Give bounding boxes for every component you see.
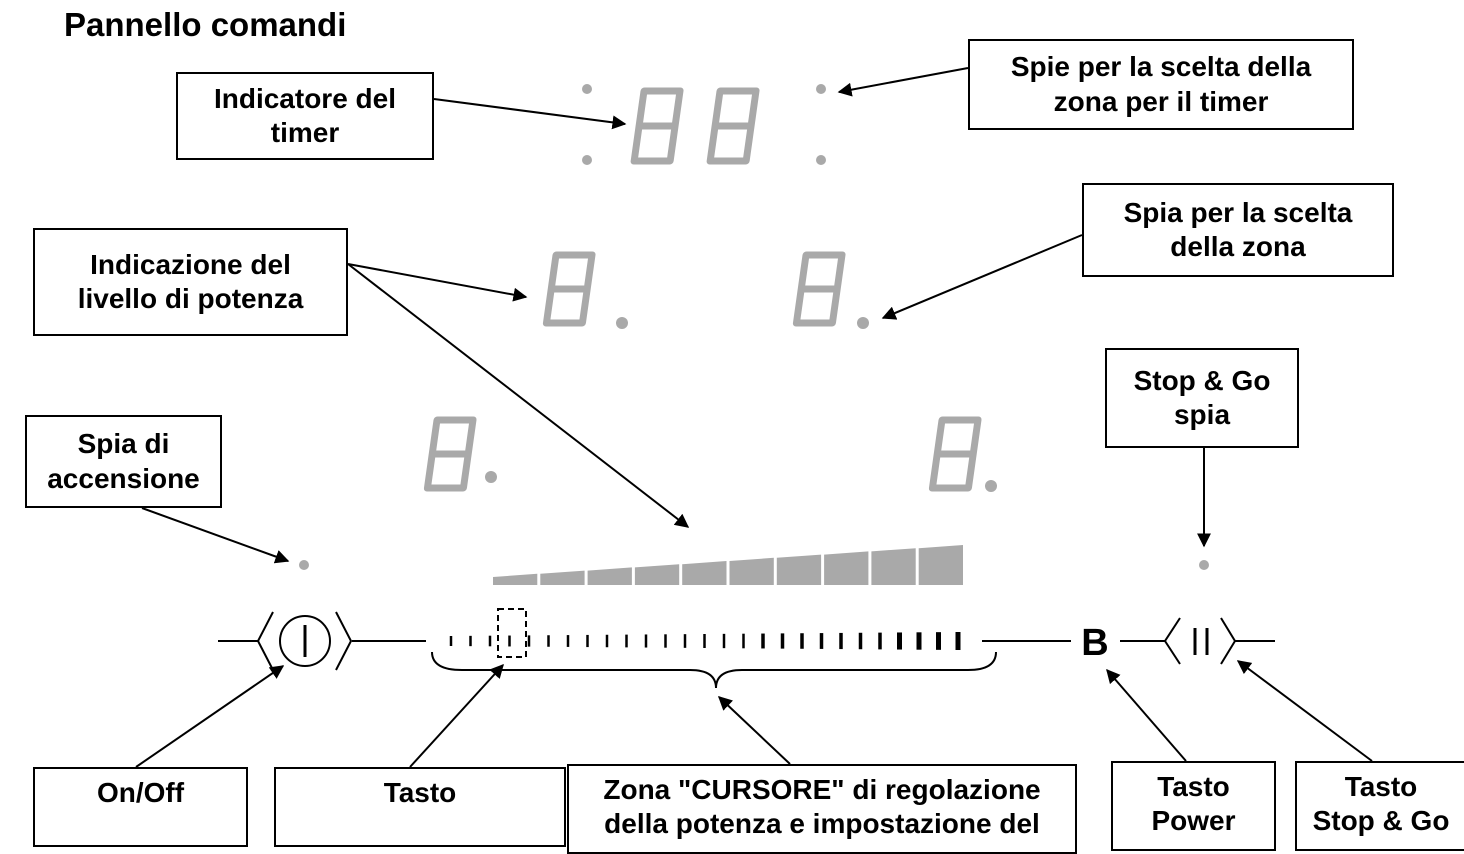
power-key[interactable]: B (1081, 622, 1108, 664)
timer-indicator-callout: Indicatore del timer (176, 72, 434, 160)
zone-light-front-right (985, 480, 997, 492)
zone-light-rear-left (616, 317, 628, 329)
zone-light-callout: Spia per la scelta della zona (1082, 183, 1394, 277)
level-bar (824, 551, 869, 585)
zone-display-front-left (423, 416, 477, 492)
level-bar (493, 573, 538, 585)
level-bar (776, 554, 822, 585)
slider-zone-brace (431, 651, 997, 689)
arrow-stop-go-key (1236, 660, 1373, 762)
power-slider[interactable] (449, 632, 961, 650)
slider-key-highlight[interactable] (497, 608, 527, 658)
on-off-key[interactable] (256, 611, 353, 671)
level-bar (682, 561, 727, 585)
power-level-bargraph (493, 545, 963, 585)
zone-light-rear-right (857, 317, 869, 329)
arrow-timer-indicator (433, 98, 627, 130)
stop-go-light-callout: Stop & Go spia (1105, 348, 1299, 448)
level-bar (871, 548, 916, 585)
power-key-callout: Tasto Power (1111, 761, 1276, 851)
arrow-power-level-bars (347, 263, 690, 528)
slider-zone-callout: Zona "CURSORE" di regolazione della pote… (567, 764, 1077, 854)
level-bar (918, 545, 963, 585)
key-callout: Tasto (274, 767, 566, 847)
level-bar (587, 567, 632, 585)
zone-display-rear-right (792, 251, 846, 327)
stop-go-light (1199, 560, 1209, 570)
level-bar (540, 570, 585, 585)
arrow-power-level-display (347, 263, 528, 302)
power-on-light-callout: Spia di accensione (25, 415, 222, 508)
page-title: Pannello comandi (64, 6, 347, 43)
stop-go-key[interactable] (1163, 617, 1237, 665)
on-off-callout: On/Off (33, 767, 248, 847)
arrow-on-off (135, 665, 285, 768)
power-level-callout: Indicazione del livello di potenza (33, 228, 348, 336)
zone-display-front-right (928, 416, 982, 492)
zone-display-rear-left (542, 251, 596, 327)
arrow-zone-light (881, 234, 1083, 320)
arrow-timer-zone-lights (837, 67, 969, 97)
arrow-power-key (1106, 668, 1187, 762)
arrow-key (409, 663, 504, 768)
zone-light-front-left (485, 471, 497, 483)
timer-digit-2 (706, 87, 760, 165)
arrow-slider-zone (717, 696, 791, 765)
timer-digit-1 (630, 87, 684, 165)
power-on-light (299, 560, 309, 570)
timer-zone-lights-callout: Spie per la scelta della zona per il tim… (968, 39, 1354, 130)
timer-zone-lights (582, 84, 826, 165)
level-bar (634, 564, 680, 585)
arrow-power-on-light (141, 507, 290, 564)
stop-go-key-callout: Tasto Stop & Go (1295, 761, 1464, 851)
timer-display (582, 84, 826, 165)
level-bar (729, 557, 774, 585)
